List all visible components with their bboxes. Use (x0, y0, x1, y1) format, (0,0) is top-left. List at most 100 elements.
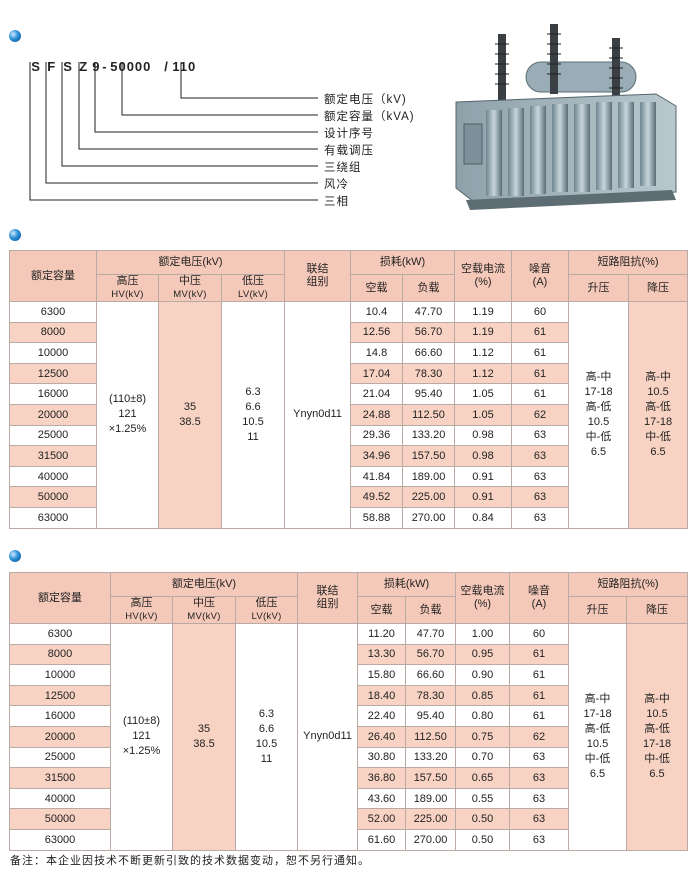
noise-cell: 63 (509, 746, 570, 769)
noise-cell: 60 (509, 623, 570, 645)
noise-cell: 63 (509, 808, 570, 830)
spec-table-1: 额定容量 额定电压(kV) 联结 组别 损耗(kW) 空载电流 (%) 噪音 (… (9, 250, 689, 529)
step-down-cell: 高-中 10.5 高-低 17-18 中-低 6.5 (628, 301, 689, 529)
no-load-current-cell: 1.05 (454, 383, 513, 405)
header-noise: 噪音 (A) (511, 250, 570, 302)
model-char: 110 (172, 59, 197, 74)
legend-label: 有载调压 (324, 145, 374, 157)
mv-cell: 35 38.5 (158, 301, 222, 529)
load-loss-cell: 225.00 (402, 486, 456, 508)
noise-cell: 61 (511, 321, 570, 344)
load-loss-cell: 157.50 (405, 767, 457, 789)
no-load-loss-cell: 22.40 (357, 705, 407, 727)
no-load-loss-cell: 13.30 (357, 643, 407, 666)
no-load-current-cell: 0.85 (455, 684, 511, 707)
no-load-current-cell: 1.19 (454, 321, 513, 344)
lv-cell: 6.3 6.6 10.5 11 (220, 301, 286, 529)
header-mv-label: 中压 (193, 597, 215, 609)
section-bullet-icon (9, 550, 21, 562)
load-loss-cell: 47.70 (405, 623, 457, 645)
header-loss: 损耗(kW) (350, 250, 456, 275)
noise-cell: 63 (511, 486, 570, 508)
noise-cell: 63 (509, 767, 570, 789)
capacity-cell: 10000 (9, 342, 97, 364)
lv-cell: 6.3 6.6 10.5 11 (234, 623, 299, 851)
noise-cell: 63 (509, 828, 570, 851)
load-loss-cell: 157.50 (402, 445, 456, 467)
header-mv: 中压 MV(kV) (172, 596, 236, 624)
footnote: 备注：本企业因技术不断更新引致的技术数据变动，恕不另行通知。 (10, 855, 370, 867)
capacity-cell: 20000 (9, 403, 97, 426)
capacity-cell: 50000 (9, 808, 111, 830)
header-rated-voltage: 额定电压(kV) (109, 572, 299, 597)
model-char: - (102, 59, 108, 74)
capacity-cell: 6300 (9, 301, 97, 323)
no-load-loss-cell: 29.36 (350, 424, 404, 447)
noise-cell: 61 (509, 705, 570, 727)
no-load-loss-cell: 12.56 (350, 321, 404, 344)
noise-cell: 60 (511, 301, 570, 323)
header-mv-unit: MV(kV) (187, 611, 221, 622)
legend-label: 三绕组 (324, 162, 362, 174)
load-loss-cell: 270.00 (405, 828, 457, 851)
connection-cell: Ynyn0d11 (284, 301, 352, 529)
no-load-current-cell: 0.70 (455, 746, 511, 769)
load-loss-cell: 133.20 (405, 746, 457, 769)
no-load-current-cell: 0.50 (455, 828, 511, 851)
connection-cell: Ynyn0d11 (297, 623, 359, 851)
capacity-cell: 10000 (9, 664, 111, 686)
no-load-current-cell: 0.65 (455, 767, 511, 789)
noise-cell: 62 (511, 403, 570, 426)
no-load-current-cell: 0.90 (455, 664, 511, 686)
header-no-load-current: 空载电流 (%) (454, 250, 513, 302)
no-load-current-cell: 1.00 (455, 623, 511, 645)
capacity-cell: 31500 (9, 767, 111, 789)
header-noise: 噪音 (A) (509, 572, 570, 624)
model-char: S (63, 59, 73, 74)
load-loss-cell: 189.00 (402, 465, 456, 488)
no-load-current-cell: 0.84 (454, 506, 513, 529)
mv-cell: 35 38.5 (172, 623, 236, 851)
no-load-current-cell: 0.95 (455, 643, 511, 666)
header-step-down: 降压 (626, 596, 689, 624)
no-load-current-cell: 1.05 (454, 403, 513, 426)
capacity-cell: 63000 (9, 828, 111, 851)
no-load-current-cell: 0.75 (455, 725, 511, 748)
no-load-current-cell: 1.12 (454, 362, 513, 385)
load-loss-cell: 112.50 (402, 403, 456, 426)
no-load-current-cell: 1.19 (454, 301, 513, 323)
no-load-current-cell: 0.91 (454, 486, 513, 508)
capacity-cell: 8000 (9, 643, 111, 666)
no-load-loss-cell: 14.8 (350, 342, 404, 364)
hv-cell: (110±8) 121 ×1.25% (96, 301, 159, 529)
header-step-up: 升压 (568, 274, 630, 302)
header-hv-unit: HV(kV) (111, 289, 144, 300)
no-load-current-cell: 0.50 (455, 808, 511, 830)
no-load-loss-cell: 24.88 (350, 403, 404, 426)
no-load-loss-cell: 58.88 (350, 506, 404, 529)
no-load-loss-cell: 26.40 (357, 725, 407, 748)
load-loss-cell: 78.30 (405, 684, 457, 707)
capacity-cell: 12500 (9, 362, 97, 385)
noise-cell: 63 (511, 506, 570, 529)
no-load-loss-cell: 15.80 (357, 664, 407, 686)
load-loss-cell: 270.00 (402, 506, 456, 529)
load-loss-cell: 66.60 (405, 664, 457, 686)
no-load-loss-cell: 34.96 (350, 445, 404, 467)
noise-cell: 61 (509, 664, 570, 686)
noise-cell: 62 (509, 725, 570, 748)
load-loss-cell: 56.70 (405, 643, 457, 666)
